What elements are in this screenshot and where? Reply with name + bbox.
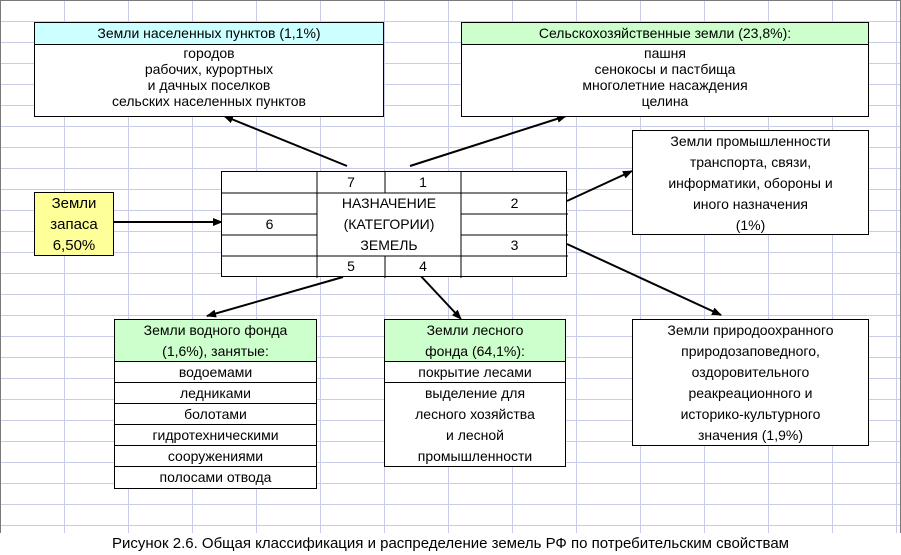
forest-fund-title: Земли лесного фонда (64,1%): [385,320,565,362]
water-fund-title-line: (1,6%), занятые: [162,343,269,359]
list-item: пашня [644,45,686,61]
center-title-line1: НАЗНАЧЕНИЕ [341,195,437,211]
list-item: рабочих, курортных [144,61,274,77]
list-item: и дачных поселков [147,77,271,93]
protected-line: Земли природоохранного [667,322,834,338]
list-item: сооружениями [115,446,316,467]
list-item: полосами отвода [159,469,272,485]
arrow-to-protected [566,243,722,316]
agricultural-list: пашня сенокосы и пастбища многолетние на… [462,45,868,109]
settlements-title: Земли населенных пунктов (1,1%) [35,23,383,45]
agricultural-box: Сельскохозяйственные земли (23,8%): пашн… [461,22,869,117]
arrow-to-industry [566,170,633,202]
industry-line: транспорта, связи, [689,154,812,170]
protected-line: реакреационного и [688,385,813,401]
list-item: покрытие лесами [385,362,565,383]
list-item: болотами [115,404,316,425]
category-number-7: 7 [347,174,355,190]
category-number-4: 4 [419,258,427,274]
industry-line: иного назначения [692,196,808,212]
list-item: сенокосы и пастбища [594,61,736,77]
protected-line: значения (1,9%) [698,427,803,443]
water-fund-title-line: Земли водного фонда [143,322,288,338]
list-item: лесного хозяйства [415,406,535,422]
forest-fund-title-line: фонда (64,1%): [425,343,525,359]
reserve-line: 6,50% [52,237,96,254]
forest-fund-box: Земли лесного фонда (64,1%): покрытие ле… [384,319,566,467]
reserve-line: запаса [50,216,98,233]
protected-line: оздоровительного [691,364,810,380]
category-number-5: 5 [347,258,355,274]
protected-line: природозаповедного, [681,343,820,359]
protected-line: историко-культурного [680,406,821,422]
list-item: и лесной [445,427,504,443]
list-item: городов [183,45,235,61]
industry-line: информатики, обороны и [668,175,833,191]
forest-fund-title-line: Земли лесного [426,322,524,338]
settlements-box: Земли населенных пунктов (1,1%) городов … [34,22,384,117]
arrow-to-settlements [223,115,348,167]
reserve-box: Земли запаса 6,50% [34,192,114,256]
list-item: водоемами [115,362,316,383]
center-title-line3: ЗЕМЕЛЬ [360,237,418,253]
reserve-line: Земли [51,195,97,212]
forest-fund-list: покрытие лесами выделение для лесного хо… [385,362,565,467]
agricultural-title: Сельскохозяйственные земли (23,8%): [462,23,868,45]
industry-line: (1%) [735,217,766,233]
category-number-6: 6 [265,216,274,232]
water-fund-box: Земли водного фонда (1,6%), занятые: вод… [114,319,317,489]
figure-caption: Рисунок 2.6. Общая классификация и распр… [0,533,901,555]
list-item: промышленности [417,448,533,464]
protected-box: Земли природоохранного природозаповедног… [632,319,869,446]
category-number-2: 2 [510,195,519,211]
category-number-1: 1 [419,174,427,190]
list-item: выделение для [424,385,526,401]
center-title-line2: (КАТЕГОРИИ) [343,216,435,232]
water-fund-list: водоемами ледниками болотами гидротехнич… [115,362,316,488]
category-number-3: 3 [510,237,519,253]
settlements-list: городов рабочих, курортных и дачных посе… [35,45,383,109]
center-grid-lines [222,172,568,278]
water-fund-title: Земли водного фонда (1,6%), занятые: [115,320,316,362]
list-item: ледниками [115,383,316,404]
list-item: сельских населенных пунктов [112,93,306,109]
list-item: многолетние насаждения [582,77,748,93]
arrow-to-agricultural [409,114,567,167]
arrow-to-forest [417,272,462,320]
list-item: целина [641,93,689,109]
arrow-to-water [206,276,344,318]
list-item: гидротехническими [115,425,316,446]
industry-box: Земли промышленности транспорта, связи, … [632,130,869,235]
center-grid: 7 1 НАЗНАЧЕНИЕ 2 6 (КАТЕГОРИИ) ЗЕМЕЛЬ 3 … [221,171,568,278]
industry-line: Земли промышленности [670,133,831,149]
